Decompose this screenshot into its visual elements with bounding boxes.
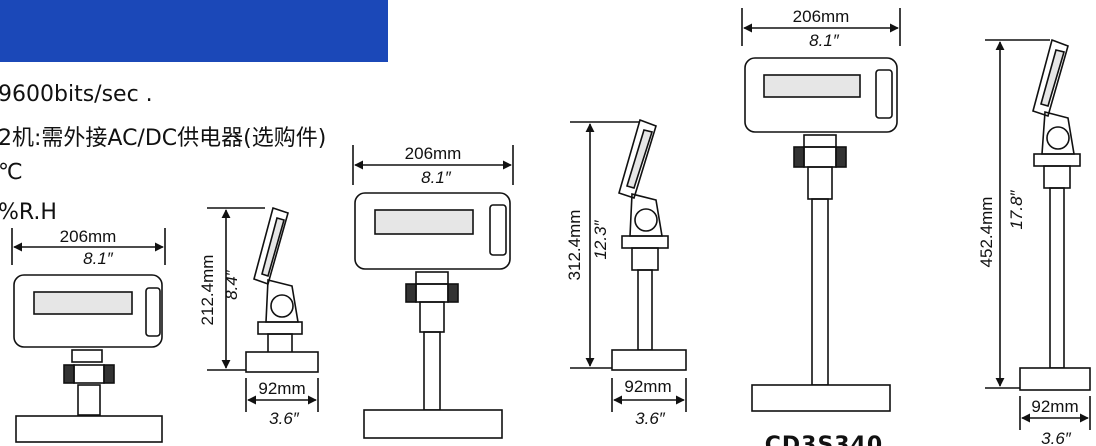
model-label: CD3S340 [765, 433, 883, 446]
spec-baud-rate: 9600bits/sec . [0, 82, 153, 107]
side-view-tall [985, 38, 1091, 430]
dim-width-mm-2: 206mm [405, 144, 462, 163]
dim-base-in-1: 3.6″ [269, 409, 300, 428]
side-view-short [207, 206, 319, 412]
dim-height-mm-1: 212.4mm [198, 255, 217, 326]
dim-height-in-1: 8.4″ [222, 269, 241, 300]
spec-humidity: %R.H [0, 200, 57, 225]
dim-width-mm-1: 206mm [60, 227, 117, 246]
dim-width-in-2: 8.1″ [421, 168, 452, 187]
dim-height-mm-2: 312.4mm [565, 210, 584, 281]
front-view-short [11, 228, 166, 443]
front-view-tall [741, 8, 901, 412]
dim-base-mm-2: 92mm [624, 377, 671, 396]
dim-width-mm-3: 206mm [793, 7, 850, 26]
dim-height-in-3: 17.8″ [1007, 189, 1026, 229]
side-view-mid [570, 118, 687, 412]
spec-temperature: ℃ [0, 160, 23, 185]
dim-base-in-2: 3.6″ [635, 409, 666, 428]
dim-base-in-3: 3.6″ [1041, 429, 1072, 446]
dim-width-in-3: 8.1″ [809, 31, 840, 50]
front-view-mid [352, 145, 514, 439]
dim-height-in-2: 12.3″ [591, 219, 610, 259]
spec-power: 2机:需外接AC/DC供电器(选购件) [0, 126, 327, 151]
dim-base-mm-1: 92mm [258, 379, 305, 398]
dim-height-mm-3: 452.4mm [977, 197, 996, 268]
header-banner [0, 0, 388, 62]
dim-base-mm-3: 92mm [1031, 397, 1078, 416]
dim-width-in-1: 8.1″ [83, 249, 114, 268]
